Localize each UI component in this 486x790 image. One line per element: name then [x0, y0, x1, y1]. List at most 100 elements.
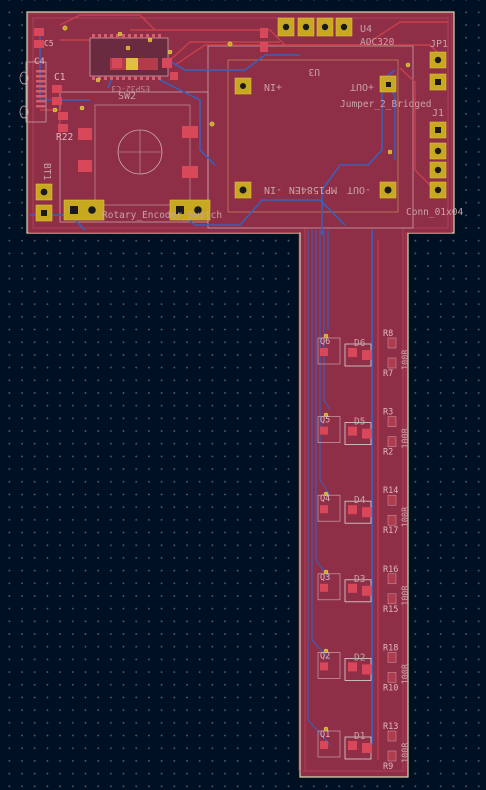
resistor-pad	[387, 730, 397, 742]
resistor-pad	[387, 652, 397, 663]
resistor-pad	[387, 750, 397, 762]
led-ref: D4	[354, 495, 366, 506]
in-minus-label: -IN	[264, 184, 282, 195]
u3-ref: U3	[309, 66, 320, 77]
led-pad	[362, 350, 372, 360]
led-pad	[348, 583, 357, 593]
transistor-outline	[317, 573, 341, 601]
transistor-pad	[320, 426, 328, 435]
resistor-pad	[387, 593, 397, 605]
c5-ref: C5	[44, 39, 54, 48]
resistor-top-ref: R3	[383, 408, 393, 418]
led-pad	[362, 585, 372, 596]
board-outline	[26, 11, 455, 778]
led-pad	[348, 348, 357, 357]
conn-value: Conn_01x04	[406, 207, 463, 218]
resistor-pad	[387, 672, 397, 683]
transistor-pad	[320, 741, 328, 749]
resistor-pad	[387, 416, 397, 427]
resistor-value: 100R	[401, 663, 411, 684]
out-plus-label: +OUT	[350, 81, 374, 92]
led-ref: D5	[354, 417, 365, 428]
jp1-ref: JP1	[430, 39, 448, 50]
led-pad	[362, 664, 372, 675]
led-ref: D1	[354, 731, 366, 742]
vias	[52, 25, 411, 732]
transistor-outline	[317, 416, 341, 443]
resistor-pad	[387, 337, 397, 349]
tht-pads	[35, 17, 447, 222]
transistor-ref: Q4	[320, 494, 330, 504]
resistor-value: 100R	[401, 742, 411, 763]
led-ref: D3	[354, 574, 365, 585]
resistor-top-ref: R14	[383, 486, 398, 496]
resistor-top-ref: R18	[383, 643, 398, 653]
led-pad	[362, 743, 372, 753]
bt1-ref: BT1	[41, 163, 52, 180]
resistor-value: 100R	[401, 584, 411, 605]
u4-value: AOC320	[360, 37, 395, 48]
led-pad	[362, 507, 372, 518]
transistor-outline	[317, 730, 341, 758]
resistor-pad	[387, 357, 397, 369]
transistor-pad	[320, 583, 328, 592]
esp32-chip	[89, 34, 169, 80]
led-pad	[348, 662, 357, 672]
transistor-ref: Q3	[320, 573, 330, 583]
encoder-value: Rotary_Encoder_Switch	[102, 210, 222, 221]
resistor-bottom-ref: R9	[383, 762, 393, 772]
transistor-pad	[320, 348, 328, 356]
led-pad	[348, 505, 357, 515]
resistor-bottom-ref: R7	[383, 369, 393, 379]
transistor-ref: Q6	[320, 337, 330, 347]
jumper-value: Jumper_2_Bridged	[340, 99, 432, 110]
resistor-value: 100R	[401, 506, 411, 527]
transistor-pad	[320, 662, 328, 671]
smd-pads	[34, 28, 268, 178]
resistor-value: 100R	[401, 427, 411, 448]
resistor-bottom-ref: R17	[383, 526, 398, 536]
transistor-ref: Q5	[320, 416, 330, 426]
resistor-top-ref: R8	[383, 329, 393, 339]
resistor-bottom-ref: R2	[383, 448, 393, 458]
c1-ref: C1	[54, 72, 66, 83]
led-ref: D2	[354, 652, 365, 663]
encoder-outline	[59, 91, 209, 223]
transistor-outline	[317, 652, 341, 679]
transistor-outline	[317, 337, 341, 365]
resistor-bottom-ref: R15	[383, 605, 398, 615]
transistor-pad	[320, 505, 328, 514]
silkscreen-top: U4 AOC320 U3 +IN +OUT -IN -OUT MP1584EN …	[34, 24, 463, 221]
transistor-ref: Q2	[320, 651, 330, 661]
sw2-ref: SW2	[118, 91, 136, 102]
resistor-top-ref: R13	[383, 722, 398, 732]
c4-ref: C4	[34, 57, 45, 67]
u4-ref: U4	[360, 24, 372, 35]
resistor-pad	[387, 494, 397, 506]
usb-connector	[19, 61, 47, 123]
in-plus-label: +IN	[264, 81, 282, 92]
led-groups: D6Q6R8R7100RD5Q5R3R2100RD4Q4R14R17100RD3…	[317, 329, 411, 772]
r22-ref: R22	[56, 132, 73, 143]
resistor-top-ref: R16	[383, 565, 398, 575]
transistor-ref: Q1	[320, 730, 330, 740]
resistor-bottom-ref: R10	[383, 683, 398, 693]
led-pad	[348, 426, 357, 436]
j1-ref: J1	[432, 108, 444, 119]
resistor-pad	[387, 573, 397, 585]
copper-zone-outline	[32, 17, 449, 772]
led-ref: D6	[354, 338, 366, 349]
resistor-pad	[387, 514, 397, 526]
resistor-pad	[387, 436, 397, 447]
module-text: MP1584EN	[289, 184, 337, 195]
transistor-outline	[317, 494, 341, 522]
chip-value: ESP32-C3	[111, 84, 150, 93]
out-minus-label: -OUT	[347, 184, 371, 195]
